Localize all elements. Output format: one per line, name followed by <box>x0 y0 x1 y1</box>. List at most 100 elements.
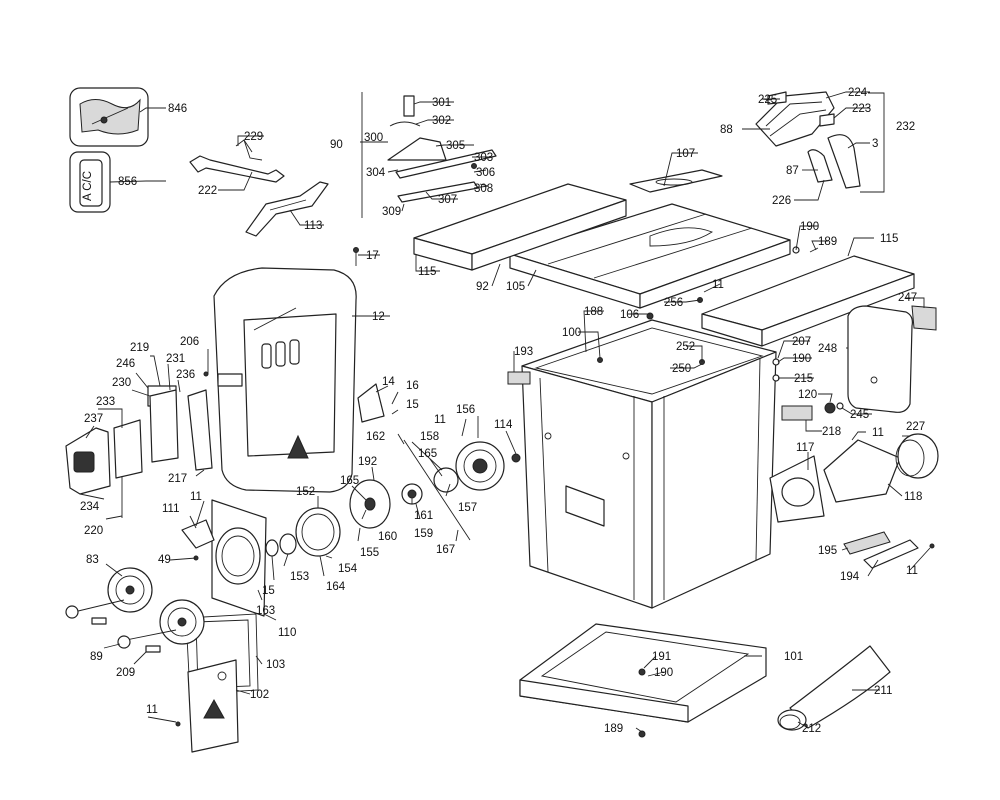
callout-label: 102 <box>250 689 269 701</box>
dust-port-part <box>769 455 825 523</box>
miter-gauge-part <box>361 92 497 218</box>
callout-label: 103 <box>266 659 285 671</box>
callout-label: 856 <box>118 176 137 188</box>
label-part <box>507 371 531 385</box>
callout-label: 156 <box>456 404 475 416</box>
callout-label: 190 <box>792 353 811 365</box>
callout-label: 309 <box>382 206 401 218</box>
strip-part <box>843 531 919 569</box>
cabinet-part <box>521 319 777 609</box>
callout-label: 217 <box>168 473 187 485</box>
callout-label: 83 <box>86 554 99 566</box>
callout-label: 189 <box>604 723 623 735</box>
callout-label: 167 <box>436 544 455 556</box>
callout-label: 92 <box>476 281 489 293</box>
callout-label: 237 <box>84 413 103 425</box>
callout-label: 231 <box>166 353 185 365</box>
callout-label: 160 <box>378 531 397 543</box>
callout-label: 111 <box>162 503 179 515</box>
callout-label: 90 <box>330 139 343 151</box>
callout-label: 252 <box>676 341 695 353</box>
callout-label: 100 <box>562 327 581 339</box>
callout-label: 15 <box>406 399 419 411</box>
dust-chute-part <box>823 433 939 503</box>
callout-label: 88 <box>720 124 733 136</box>
callout-label: 11 <box>872 427 884 439</box>
frame-part <box>185 613 259 695</box>
callout-label: 11 <box>712 279 724 291</box>
callout-label: 155 <box>360 547 379 559</box>
callout-label: 223 <box>852 103 871 115</box>
label-part <box>781 405 813 421</box>
callout-label: 225 <box>758 94 777 106</box>
push-stick-part <box>245 181 329 237</box>
callout-label: 89 <box>90 651 103 663</box>
motor-cover-part <box>847 305 937 413</box>
callout-label: 11 <box>906 565 918 577</box>
callout-label: 194 <box>840 571 860 583</box>
callout-labels: 846 856 229 222 113 300 301 302 305 90 3… <box>80 87 925 735</box>
callout-label: 115 <box>880 233 898 245</box>
callout-label: 49 <box>158 554 171 566</box>
callout-label: 222 <box>198 185 217 197</box>
callout-label: 224 <box>848 87 868 99</box>
callout-label: 12 <box>372 311 385 323</box>
callout-label: 118 <box>904 491 922 503</box>
callout-label: 117 <box>796 442 814 454</box>
callout-label: 190 <box>800 221 819 233</box>
handwheel-part <box>117 599 205 653</box>
callout-label: 107 <box>676 148 695 160</box>
table-top-part <box>509 203 791 309</box>
callout-label: 220 <box>84 525 103 537</box>
callout-label: 308 <box>474 183 493 195</box>
callout-label: 233 <box>96 396 115 408</box>
label-card-part <box>69 87 149 147</box>
bracket-part <box>357 383 385 423</box>
callout-label: 189 <box>818 236 837 248</box>
callout-label: 301 <box>432 97 451 109</box>
callout-label: 153 <box>290 571 309 583</box>
trunnion-part <box>401 439 505 541</box>
callout-label: 162 <box>366 431 385 443</box>
callout-label: 230 <box>112 377 131 389</box>
callout-label: 306 <box>476 167 495 179</box>
callout-label: 154 <box>338 563 358 575</box>
callout-label: 11 <box>146 704 158 716</box>
callout-label: 209 <box>116 667 135 679</box>
disc-part <box>349 479 391 529</box>
spacer-part <box>187 389 213 471</box>
left-extension-part <box>413 183 627 271</box>
callout-label: 206 <box>180 336 199 348</box>
callout-label: 302 <box>432 115 451 127</box>
callout-label: 165 <box>418 448 437 460</box>
callout-label: 226 <box>772 195 791 207</box>
callout-label: 305 <box>446 140 465 152</box>
blade-guard-part <box>755 91 861 189</box>
callout-label: 87 <box>786 165 799 177</box>
door-panel-part <box>211 499 267 617</box>
leader-lines <box>79 91 931 733</box>
callout-label: 195 <box>818 545 837 557</box>
callout-label: 245 <box>850 409 869 421</box>
callout-label: 212 <box>802 723 821 735</box>
callout-label: 15 <box>262 585 275 597</box>
callout-label: 234 <box>80 501 100 513</box>
handwheel-part <box>65 567 153 625</box>
svg-text:A C/C: A C/C <box>82 171 94 201</box>
switch-bracket-part <box>181 519 215 549</box>
callout-label: 17 <box>366 250 379 262</box>
callout-label: 3 <box>872 138 878 150</box>
callout-label: 191 <box>652 651 671 663</box>
callout-label: 193 <box>514 346 533 358</box>
callout-label: 114 <box>494 419 513 431</box>
callout-label: 232 <box>896 121 915 133</box>
callout-label: 236 <box>176 369 195 381</box>
callout-label: 115 <box>418 266 436 278</box>
callout-label: 14 <box>382 376 395 388</box>
callout-label: 11 <box>190 491 202 503</box>
dust-hose-part <box>777 645 891 731</box>
callout-label: 163 <box>256 605 275 617</box>
callout-label: 250 <box>672 363 691 375</box>
callout-label: 120 <box>798 389 817 401</box>
